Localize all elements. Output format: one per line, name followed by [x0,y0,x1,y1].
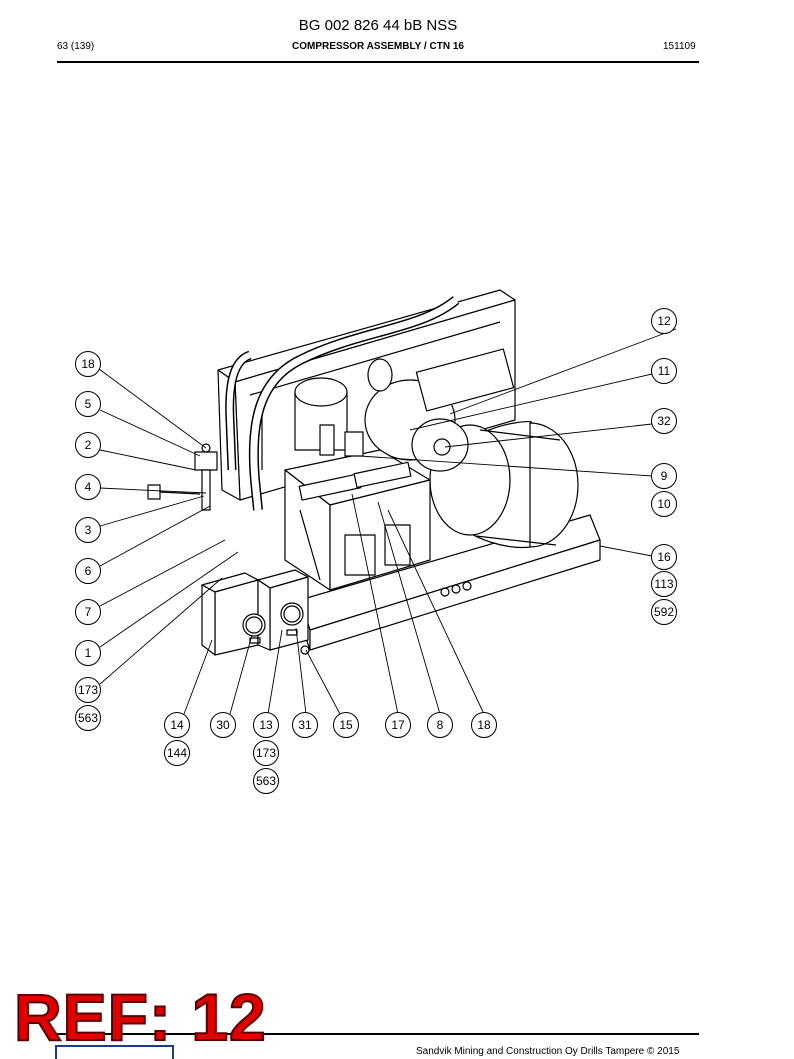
callout-5: 5 [75,391,101,417]
callout-11: 11 [651,358,677,384]
callout-173-left: 173 [75,677,101,703]
callout-4: 4 [75,474,101,500]
callout-7: 7 [75,599,101,625]
callout-2: 2 [75,432,101,458]
callout-563-bottom: 563 [253,768,279,794]
callout-6: 6 [75,558,101,584]
callout-18-bottom: 18 [471,712,497,738]
callout-17: 17 [385,712,411,738]
callout-18-left: 18 [75,351,101,377]
callout-31: 31 [292,712,318,738]
page-number: 63 (139) [57,41,95,52]
document-date: 151109 [663,41,696,52]
control-boxes [201,569,310,656]
callout-1: 1 [75,640,101,666]
compressor-block [284,449,431,591]
logo-outline [55,1045,174,1059]
callout-563-left: 563 [75,705,101,731]
reference-stamp: REF: 12 [13,980,267,1054]
footer-rule [57,1033,699,1035]
callout-16: 16 [651,544,677,570]
air-filter [364,348,515,472]
callout-32: 32 [651,408,677,434]
callout-13: 13 [253,712,279,738]
footer-copyright: Sandvik Mining and Construction Oy Drill… [416,1046,680,1057]
callout-10: 10 [651,491,677,517]
callout-14: 14 [164,712,190,738]
callout-173-bottom: 173 [253,740,279,766]
callout-9: 9 [651,463,677,489]
leader-lines [98,328,677,715]
callout-144: 144 [164,740,190,766]
section-title: COMPRESSOR ASSEMBLY / CTN 16 [292,41,464,52]
callout-30: 30 [210,712,236,738]
valve-fittings [147,424,364,511]
document-title: BG 002 826 44 bB NSS [298,17,458,34]
callout-15: 15 [333,712,359,738]
callout-8: 8 [427,712,453,738]
callout-12: 12 [651,308,677,334]
callout-592: 592 [651,599,677,625]
callout-113: 113 [651,571,677,597]
header-rule [57,61,699,63]
callout-3: 3 [75,517,101,543]
